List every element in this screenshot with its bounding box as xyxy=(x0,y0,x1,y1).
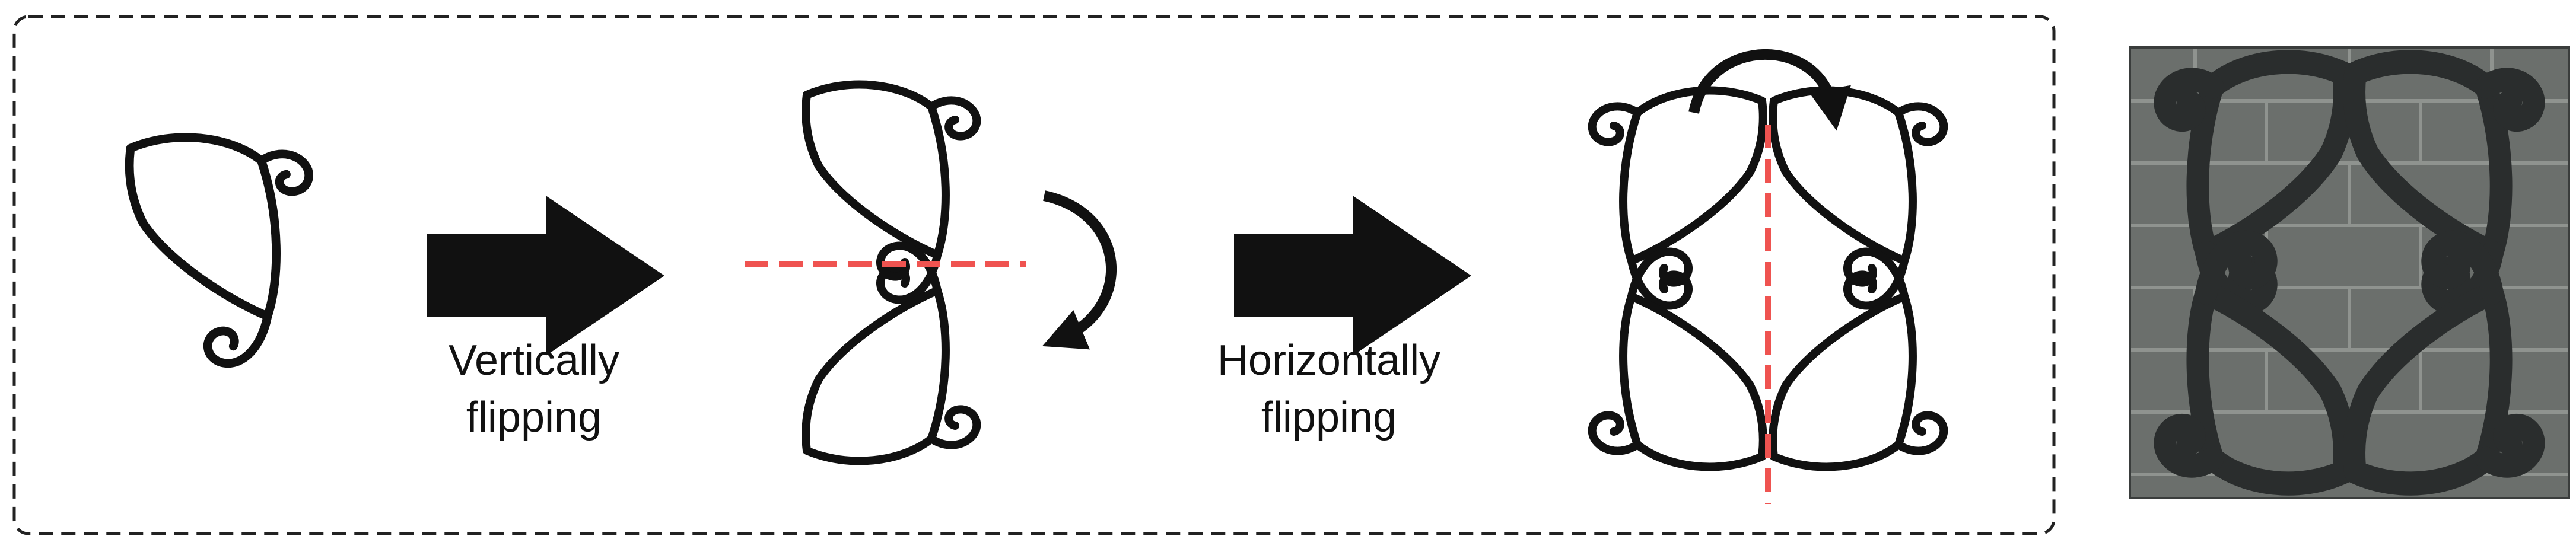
base-motif xyxy=(129,138,309,363)
curved-arrow-icon xyxy=(1042,190,1117,350)
vertical-flip-label: Vertically flipping xyxy=(380,332,688,446)
arrow-right-icon xyxy=(427,196,664,356)
ornament-photo xyxy=(2129,46,2570,499)
curved-arrow-icon xyxy=(1688,49,1851,131)
horizontal-flip-label-line1: Horizontally xyxy=(1217,337,1441,384)
horizontal-flip-label: Horizontally flipping xyxy=(1175,332,1483,446)
arrow-right-icon xyxy=(1234,196,1471,356)
vertically-flipped-motif xyxy=(806,85,977,461)
vertical-flip-label-line2: flipping xyxy=(466,394,602,441)
horizontal-flip-label-line2: flipping xyxy=(1261,394,1397,441)
vertical-flip-label-line1: Vertically xyxy=(448,337,620,384)
process-frame xyxy=(12,15,2056,535)
